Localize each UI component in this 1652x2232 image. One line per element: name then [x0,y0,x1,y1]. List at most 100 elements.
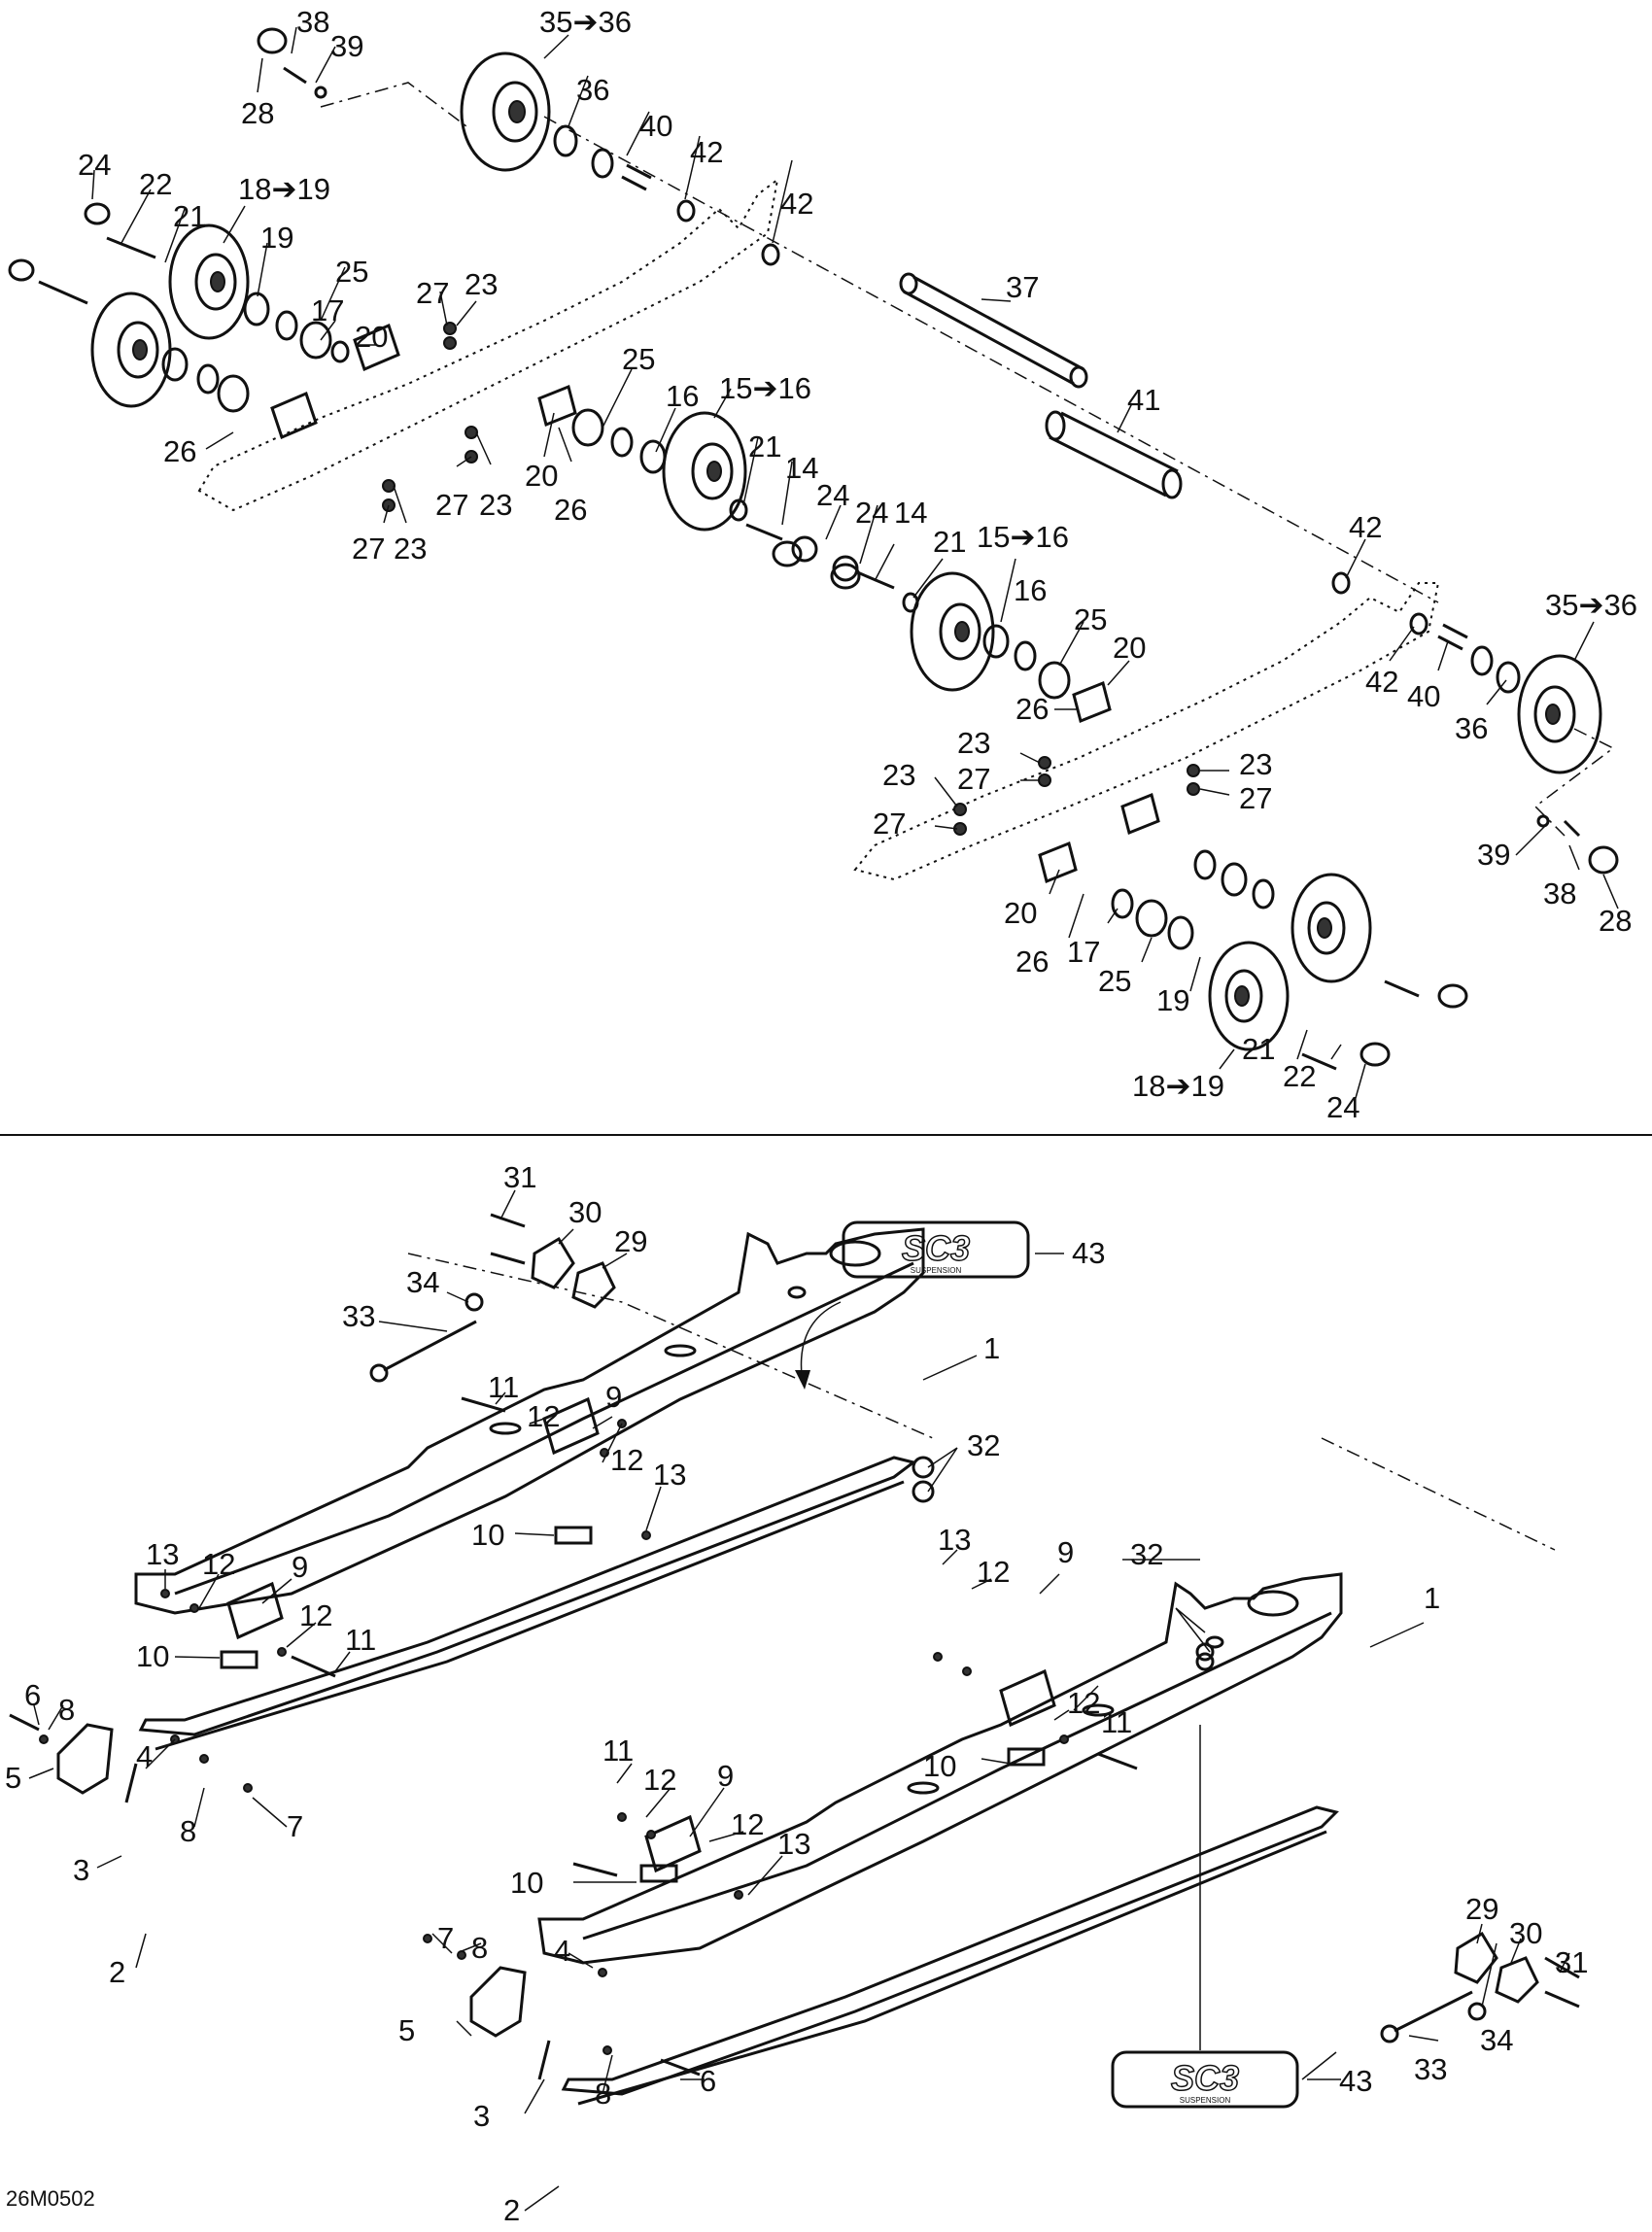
callout-27-f: 27 [873,807,906,841]
callout-4-a: 4 [136,1739,153,1773]
slider-2-left [138,1456,917,1751]
callout-24-a: 24 [78,148,111,182]
callout-25-b: 25 [622,342,655,376]
callout-20-d: 20 [1004,896,1037,930]
callout-10-b: 10 [136,1639,169,1673]
callout-14-a: 14 [785,451,818,485]
callout-12-c: 12 [202,1547,235,1581]
callout-25-c: 25 [1074,602,1107,636]
blocks-10 [220,1526,1046,1883]
callout-20-b: 20 [525,459,558,493]
callout-20-a: 20 [355,320,388,354]
callout-12-f: 12 [1067,1686,1100,1720]
callout-14-b: 14 [894,496,927,530]
callout-43-a: 43 [1072,1236,1105,1270]
callout-10-d: 10 [510,1866,543,1900]
svg-text:SC3: SC3 [902,1228,970,1268]
callout-11-d: 11 [602,1734,634,1768]
callout-4-b: 4 [554,1934,570,1968]
callout-12-e: 12 [977,1555,1010,1589]
svg-text:SUSPENSION: SUSPENSION [1180,2096,1231,2105]
brackets-20 [270,323,1160,884]
callout-5-b: 5 [398,2013,415,2047]
slide-rail-1-right [537,1572,1343,1965]
wheel-18-right-b [1208,941,1290,1051]
callout-10-c: 10 [923,1749,956,1783]
callout-16-a: 16 [666,379,699,413]
callout-25-d: 25 [1098,964,1131,998]
callout-12-b: 12 [610,1443,643,1477]
upper-assembly [8,26,1619,1099]
callout-16-b: 16 [1014,573,1047,607]
callout-12-d: 12 [299,1598,332,1632]
wheel-18-left-b [90,292,172,408]
callout-21-b: 21 [748,429,781,464]
callout-23-e: 23 [1239,747,1272,781]
callout-21-d: 21 [1242,1032,1275,1066]
callout-28-top: 28 [241,96,274,130]
axle-centerline [543,116,1439,603]
callout-33-b: 33 [1414,2052,1447,2086]
callout-2-a: 2 [109,1955,125,1989]
callout-27-e: 27 [1239,781,1272,815]
callout-39-top: 39 [330,29,363,63]
callout-8-a: 8 [58,1693,75,1727]
callout-13-d: 13 [777,1827,810,1861]
callout-12-g: 12 [643,1763,676,1797]
callout-12-a: 12 [527,1399,560,1433]
callout-27-d: 27 [957,762,990,796]
svg-text:SUSPENSION: SUSPENSION [911,1266,962,1275]
callout-6-a: 6 [24,1678,41,1712]
callout-43-b: 43 [1339,2064,1372,2098]
bolts-top [38,66,1581,1071]
callout-8-c: 8 [471,1931,488,1965]
callout-11-b: 11 [345,1623,376,1657]
callout-24-c: 24 [855,496,888,530]
diagram-code: 26M0502 [6,2186,95,2211]
callout-40-right: 40 [1407,679,1440,713]
callout-32-b: 32 [1130,1537,1163,1571]
callout-22-b: 22 [1283,1059,1316,1093]
callout-36-top: 36 [576,73,609,107]
callout-10-a: 10 [471,1518,504,1552]
callout-25-a: 25 [335,255,368,289]
callout-9-c: 9 [1057,1535,1074,1569]
callout-17-b: 17 [1067,935,1100,969]
callout-7-a: 7 [287,1809,303,1843]
lower-assembly: SC3 SUSPENSION SC3 SUSPENSION [9,1189,1580,2212]
callout-26-b: 26 [554,493,587,527]
callout-30-a: 30 [568,1195,602,1229]
stoppers-5 [56,1723,527,2038]
callout-42-right: 42 [1365,665,1398,699]
callout-1-a: 1 [983,1331,1000,1365]
wheel-18-left-a [168,223,250,340]
callout-31-b: 31 [1555,1945,1588,1979]
callout-28-right: 28 [1599,904,1632,938]
leader-lines-top [91,26,1619,1099]
callout-labels: 35➔36 38 39 28 36 40 42 42 24 22 21 18➔1… [5,5,1637,2227]
sc3-logo-decal-top: SC3 SUSPENSION [842,1220,1030,1279]
callout-29-b: 29 [1465,1892,1498,1926]
callout-9-a: 9 [605,1380,622,1414]
callout-13-b: 13 [146,1537,179,1571]
slide-rail-1-left [134,1227,925,1615]
rail-frame-right [853,582,1440,881]
callout-34-b: 34 [1480,2023,1513,2057]
callout-8-d: 8 [595,2077,611,2111]
callout-27-a: 27 [416,276,449,310]
bolts-33 [369,1320,1473,2043]
callout-23-f: 23 [882,758,915,792]
small-screws [9,1213,1580,2080]
bearings-top [8,27,1619,1067]
callout-2-b: 2 [503,2193,520,2227]
svg-text:SC3: SC3 [1171,2058,1239,2098]
callout-18to19-b: 18➔19 [1132,1069,1224,1103]
callout-39-right: 39 [1477,838,1510,872]
wheel-18-right-a [1291,873,1372,983]
callout-17-a: 17 [311,293,344,327]
callout-37: 37 [1006,270,1039,304]
sc3-logo-decal-bottom: SC3 SUSPENSION [1111,2050,1299,2109]
callout-15to16-b: 15➔16 [977,520,1069,554]
callout-27-c: 27 [352,532,385,566]
callout-12-h: 12 [731,1807,764,1841]
